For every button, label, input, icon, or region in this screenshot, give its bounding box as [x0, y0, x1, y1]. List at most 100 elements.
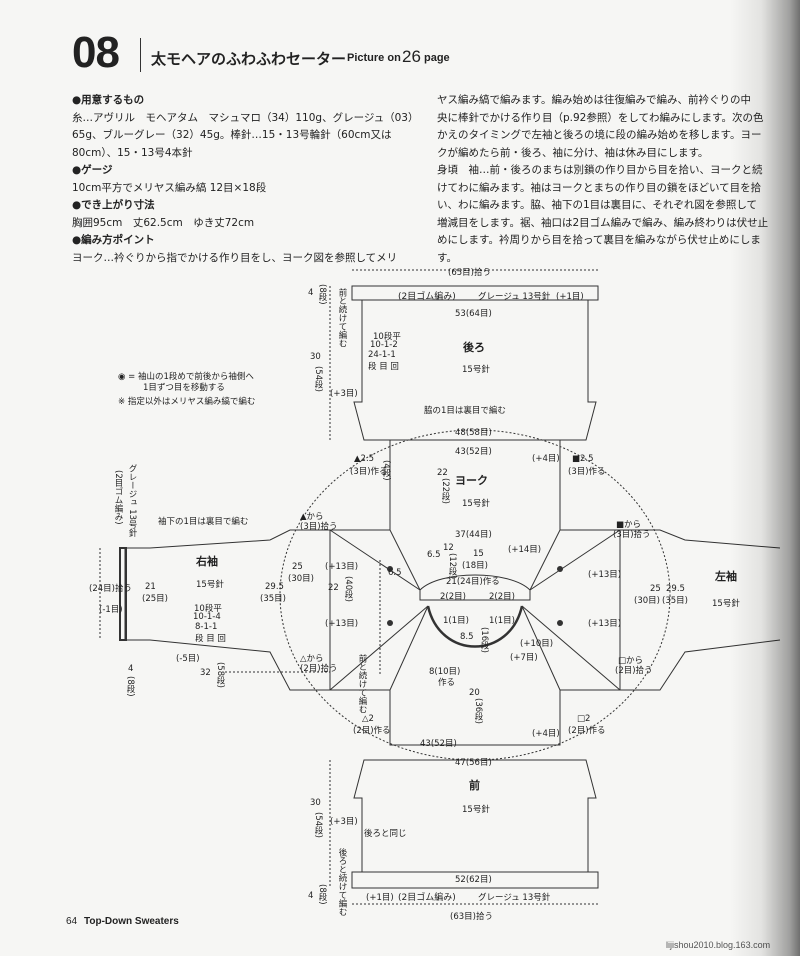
left-sleeve-from-b: ■から	[616, 520, 642, 530]
right-sleeve-cuff-yarn: グレージュ 13号針	[127, 464, 137, 538]
front-plus-3: (+3目)	[330, 817, 358, 827]
yoke-15: 15	[473, 549, 484, 559]
back-dec-4: 段 目 回	[368, 362, 399, 372]
yoke-1-a: 1(1目)	[443, 616, 469, 626]
right-sleeve-21: 21	[145, 582, 156, 592]
right-sleeve-32: 32	[200, 668, 211, 678]
right-sleeve-58-rows: (58段)	[215, 662, 225, 688]
materials-column: ●用意するもの 糸…アヴリル モヘアタム マシュマロ（34）110g、グレージュ…	[72, 92, 418, 267]
yoke-make-3-b: (3目)作る	[568, 467, 606, 477]
text-line: 身頃 袖…前・後ろのまちは別鎖の作り目から目を拾い、ヨークと続	[437, 164, 763, 176]
yoke-plus-13-b: (+13目)	[325, 619, 359, 629]
front-length-54-rows: (54段)	[313, 812, 323, 838]
back-side-note: 脇の1目は裏目で編む	[424, 406, 506, 416]
right-sleeve-25: (25目)	[142, 594, 168, 604]
front-needle: 15号針	[462, 805, 490, 815]
front-tri-a: △2	[362, 714, 374, 724]
right-sleeve-minus-1: (-1目)	[99, 605, 123, 615]
yoke-sq-b: ■2.5	[572, 454, 594, 464]
front-rib-label: (2目ゴム編み)	[398, 893, 456, 903]
text-line: 央に棒針でかける作り目（p.92参照）をしてわ編みにします。次の色	[437, 111, 764, 124]
front-neck	[426, 605, 524, 648]
page-gutter-shadow	[730, 0, 800, 956]
front-rib-plus: (+1目)	[366, 893, 394, 903]
yoke-18: (18目)	[462, 561, 488, 571]
note-stockinette: ※ 指定以外はメリヤス編み縞で編む	[118, 397, 256, 407]
picture-page-number: 26	[402, 47, 421, 66]
yoke-circle	[279, 429, 671, 761]
back-dec-2: 10-1-2	[370, 340, 398, 350]
back-rib-label: (2目ゴム編み)	[398, 292, 456, 302]
yoke-22-rows: (22段)	[440, 478, 450, 504]
text-line: い、わに編みます。脇、袖下の1目は裏目に、それぞれ図を参照して	[437, 199, 757, 211]
text-line: 増減目をします。裾、袖口は2目ゴム編みで編み、編み終わりは伏せ止	[437, 216, 769, 229]
watermark: lijishou2010.blog.163.com	[666, 940, 771, 950]
text-line: す。	[437, 251, 457, 264]
yoke-make-3-a: (3目)作る	[350, 467, 388, 477]
yoke-plus-13-c: (+13目)	[588, 570, 622, 580]
front-pickup-label: (63目)拾う	[450, 912, 493, 922]
yoke-40-rows: (40段)	[343, 576, 353, 602]
neckline	[419, 574, 531, 601]
yoke-12: 12	[443, 543, 454, 553]
right-sleeve-25b: 25	[292, 562, 303, 572]
text-line: 65g、ブルーグレー（32）45g。棒針…15・13号輪針（60cm又は	[72, 129, 392, 141]
back-needle: 15号針	[462, 365, 490, 375]
note-moving-stitches: ◉ = 袖山の1段めで前後から袖側へ	[118, 372, 254, 382]
front-outline	[351, 759, 599, 889]
picture-on-label: Picture on	[347, 52, 401, 64]
text-line: ヨーク…衿ぐりから指でかける作り目をし、ヨーク図を参照してメリ	[72, 251, 398, 264]
yoke-plus-13-d: (+13目)	[588, 619, 622, 629]
front-width-47: 47(56目)	[455, 758, 492, 768]
yoke-width-37: 37(44目)	[455, 530, 492, 540]
yoke-sq-a: ▲2.5	[354, 454, 375, 464]
text-line: 糸…アヴリル モヘアタム マシュマロ（34）110g、グレージュ（03）	[72, 111, 419, 124]
front-same-note: 後ろと同じ	[364, 829, 407, 839]
back-rib-yarn: グレージュ 13号針	[478, 292, 551, 302]
pattern-title: 太モヘアのふわふわセーター	[151, 50, 347, 68]
instructions-column: ヤス編み縞で編みます。編み始めは往復編みで編み、前衿ぐりの中 央に棒針でかける作…	[437, 92, 768, 267]
yoke-needle: 15号針	[462, 499, 490, 509]
back-rib-plus: (+1目)	[556, 292, 584, 302]
heading-finished-size: ●でき上がり寸法	[72, 199, 155, 211]
yoke-85: 8.5	[460, 632, 474, 642]
heading-points: ●編み方ポイント	[72, 234, 155, 246]
footer-book-title: Top-Down Sweaters	[84, 916, 179, 927]
yoke-12-rows: (12段)	[447, 553, 457, 579]
yoke-2-b: 2(2目)	[489, 592, 515, 602]
yoke-65: 6.5	[427, 550, 441, 560]
right-sleeve-8-rows: (8段)	[125, 676, 135, 697]
right-sleeve-from-c: △から	[300, 654, 324, 664]
yoke-plus-7: (+7目)	[510, 653, 538, 663]
right-sleeve-title: 右袖	[196, 555, 218, 568]
left-sleeve-pick-d: (2目)拾う	[615, 666, 653, 676]
back-length-54-rows: (54段)	[313, 366, 323, 392]
front-rib-4: 4	[308, 891, 314, 901]
front-make-b: (2目)作る	[568, 726, 606, 736]
right-sleeve-dec-2: 10-1-4	[193, 612, 221, 622]
left-sleeve-from-d: □から	[618, 656, 644, 666]
page-word: page	[424, 52, 450, 64]
front-rib-yarn: グレージュ 13号針	[478, 893, 551, 903]
right-sleeve-35: (35目)	[260, 594, 286, 604]
yoke-width-22: 22	[328, 583, 339, 593]
right-sleeve-dec-3: 8-1-1	[195, 622, 218, 632]
left-sleeve-25: 25	[650, 584, 661, 594]
pattern-number: 08	[72, 28, 120, 77]
left-sleeve-35: (35目)	[662, 596, 688, 606]
right-sleeve-pick-24: (24目)拾う	[89, 584, 132, 594]
right-sleeve-pick-c: (2目)拾う	[300, 664, 338, 674]
text-line: クが編めたら前・後ろ、袖に分け、袖は休み目にします。	[437, 146, 709, 159]
yoke-make-label: 作る	[438, 678, 456, 688]
front-tri-b: □2	[577, 714, 591, 724]
front-width-52: 52(62目)	[455, 875, 492, 885]
back-plus-3: (+3目)	[330, 389, 358, 399]
back-width-48: 48(58目)	[455, 428, 492, 438]
text-line: 80cm）、15・13号4本針	[72, 146, 193, 159]
back-rib-8-rows: (8段)	[317, 284, 327, 305]
yoke-65b: 6.5	[388, 568, 402, 578]
yoke-plus-14: (+14目)	[508, 545, 542, 555]
note-moving-stitches-2: 1目ずつ目を移動する	[143, 383, 225, 393]
left-sleeve-29-5: 29.5	[666, 584, 685, 594]
text-line: 10cm平方でメリヤス編み縞 12目×18段	[72, 181, 267, 194]
